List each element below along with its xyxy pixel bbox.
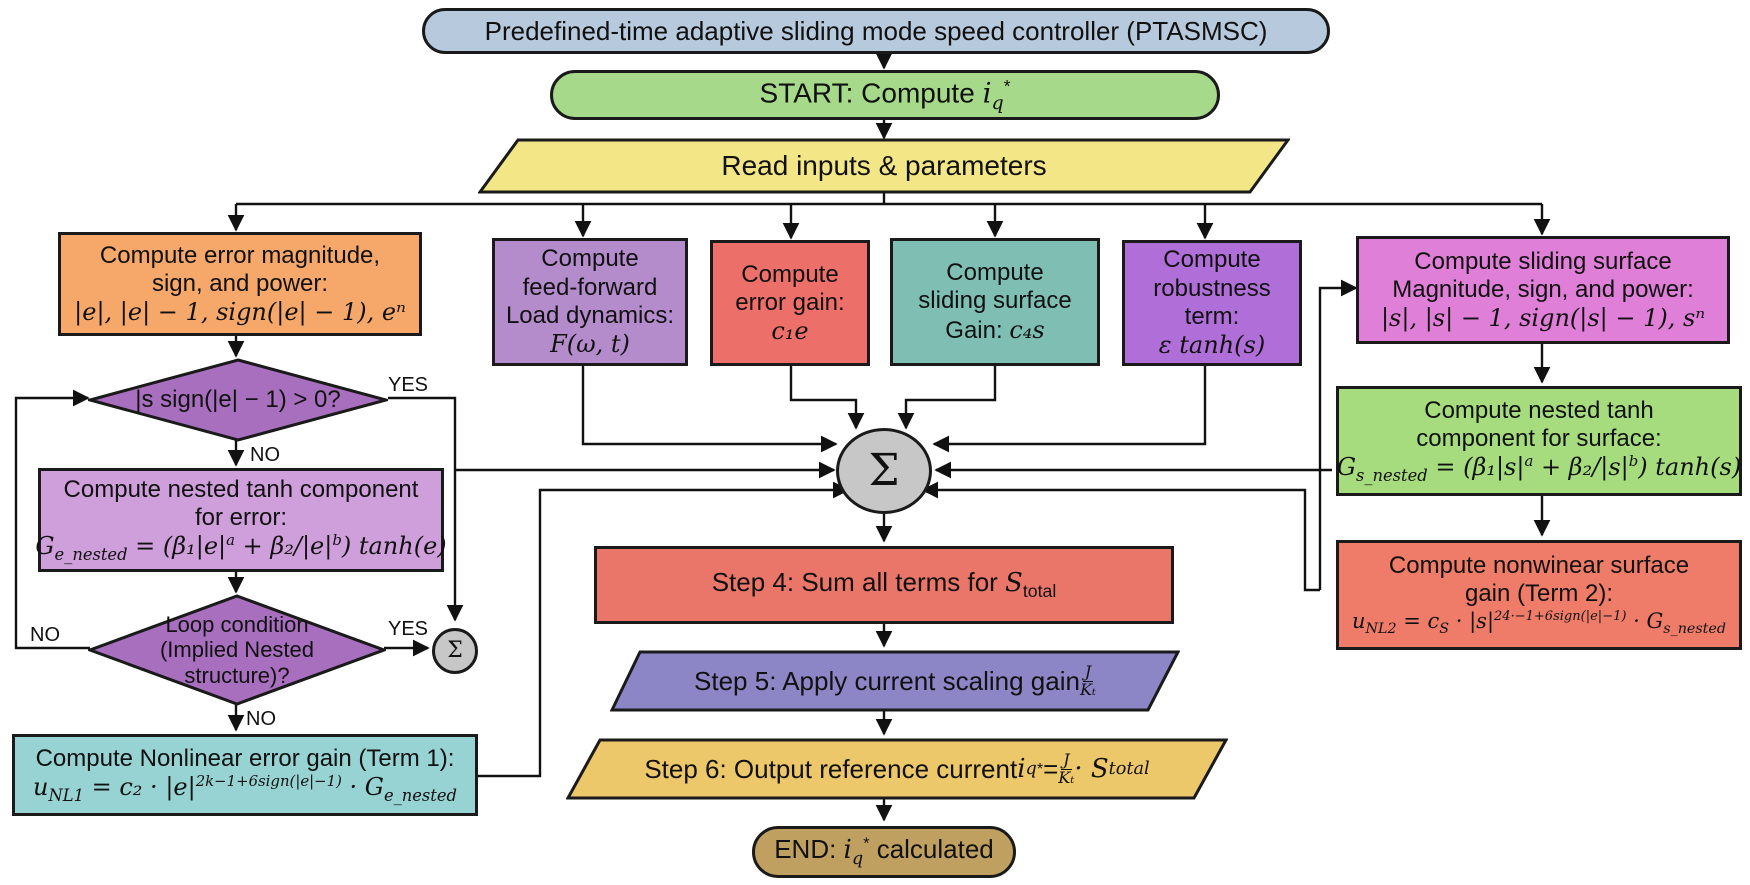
feed-forward-line3: Load dynamics:: [505, 302, 675, 329]
nonlinear-surface-formula: uNL2 = cS · |s|24·−1+6sign(|e|−1) · Gs_n…: [1351, 608, 1726, 637]
decision2-no-lower-label: NO: [246, 708, 276, 730]
step5-shape: [610, 650, 1180, 712]
title-box: Predefined-time adaptive sliding mode sp…: [422, 8, 1330, 54]
step4-sub: total: [1022, 581, 1057, 602]
nested-error-node: Compute nested tanh component for error:…: [35, 468, 447, 572]
end-text-a: END:: [774, 833, 844, 864]
feed-forward-line1: Compute: [541, 245, 639, 273]
start-text: START: Compute: [759, 77, 983, 109]
start-node: START: Compute iq*: [550, 70, 1220, 120]
robustness-formula: ε tanh(s): [1158, 331, 1266, 360]
nonlinear-error-line1: Compute Nonlinear error gain (Term 1):: [35, 744, 455, 772]
robustness-line2: robustness: [1153, 274, 1271, 302]
error-gain-formula: c₁e: [771, 317, 809, 346]
nested-surface-node: Compute nested tanh component for surfac…: [1336, 386, 1742, 496]
decision1-node: |s sign(|e| − 1) > 0?: [88, 358, 388, 442]
start-symbol: i: [982, 76, 992, 110]
decision1-yes-label: YES: [388, 374, 429, 396]
nonlinear-surface-line2: gain (Term 2):: [1464, 580, 1614, 608]
error-magnitude-node: Compute error magnitude, sign, and power…: [58, 232, 422, 336]
error-gain-line2: error gain:: [735, 288, 845, 316]
surface-gain-node: Compute sliding surface Gain: c₄s: [890, 238, 1100, 366]
nested-error-line1: Compute nested tanh component: [63, 475, 419, 503]
surface-magnitude-line1: Compute sliding surface: [1414, 247, 1672, 275]
start-sup: *: [1003, 75, 1011, 96]
step4-symbol: S: [1005, 568, 1023, 599]
feed-forward-line2: feed-forward: [522, 273, 658, 301]
decision2-line2: (Implied Nested: [159, 637, 315, 663]
nested-error-formula: Ge_nested = (β₁|e|a + β₂/|e|b) tanh(e): [35, 531, 447, 565]
decision2-no-label: NO: [30, 624, 60, 646]
error-magnitude-formula: |e|, |e| − 1, sign(|e| − 1), eⁿ: [74, 298, 406, 327]
decision2-shape: [88, 594, 386, 706]
decision1-no-label: NO: [250, 444, 280, 466]
read-inputs-text: Read inputs & parameters: [721, 150, 1047, 181]
step6-shape: [566, 738, 1228, 800]
read-inputs-shape: [478, 138, 1290, 194]
feed-forward-node: Compute feed-forward Load dynamics: F(ω,…: [492, 238, 688, 366]
decision2-line1: Loop condition: [165, 612, 309, 638]
step5-text: Step 5: Apply current scaling gain: [694, 665, 1080, 696]
nonlinear-error-formula: uNL1 = c₂ · |e|2k−1+6sign(|e|−1) · Ge_ne…: [33, 772, 457, 805]
small-sum-node: Σ: [432, 628, 478, 674]
error-magnitude-line1: Compute error magnitude,: [99, 241, 381, 269]
decision1-text: |s sign(|e| − 1) > 0?: [135, 386, 341, 414]
read-inputs-node: Read inputs & parameters: [478, 138, 1290, 194]
decision1-shape: [88, 358, 388, 442]
surface-gain-line3: Gain:: [945, 316, 1010, 344]
title-text: Predefined-time adaptive sliding mode sp…: [484, 15, 1268, 46]
decision2-node: Loop condition (Implied Nested structure…: [88, 594, 386, 706]
decision2-line3: structure)?: [184, 662, 290, 688]
main-sum-symbol: Σ: [868, 445, 900, 497]
step4-node: Step 4: Sum all terms for Stotal: [594, 546, 1174, 624]
small-sum-symbol: Σ: [447, 638, 463, 664]
robustness-node: Compute robustness term: ε tanh(s): [1122, 240, 1302, 366]
main-sum-node: Σ: [836, 428, 932, 514]
surface-gain-line2: sliding surface: [918, 287, 1072, 315]
nonlinear-error-node: Compute Nonlinear error gain (Term 1): u…: [12, 734, 478, 816]
nonlinear-surface-line1: Compute nonwinear surface: [1388, 552, 1690, 580]
nested-error-line2: for error:: [194, 503, 287, 531]
surface-gain-formula: c₄s: [1009, 315, 1045, 344]
nested-surface-formula: Gs_nested = (β₁|s|a + β₂/|s|b) tanh(s): [1336, 452, 1742, 486]
nested-surface-line1: Compute nested tanh: [1424, 396, 1654, 424]
feed-forward-formula: F(ω, t): [550, 330, 630, 359]
end-node: END: iq* calculated: [752, 826, 1016, 878]
start-sub: q: [991, 91, 1004, 114]
nested-surface-line2: component for surface:: [1416, 424, 1662, 452]
error-gain-node: Compute error gain: c₁e: [710, 240, 870, 366]
error-gain-line1: Compute: [741, 260, 839, 288]
step6-text: Step 6: Output reference current: [644, 753, 1018, 784]
surface-magnitude-formula: |s|, |s| − 1, sign(|s| − 1), sⁿ: [1380, 304, 1706, 333]
robustness-line1: Compute: [1163, 246, 1261, 274]
nonlinear-surface-node: Compute nonwinear surface gain (Term 2):…: [1336, 540, 1742, 650]
end-text-b: calculated: [869, 833, 994, 864]
surface-gain-line1: Compute: [946, 259, 1044, 287]
robustness-line3: term:: [1184, 303, 1240, 330]
error-magnitude-line2: sign, and power:: [151, 269, 329, 297]
decision2-yes-label: YES: [388, 618, 429, 640]
surface-magnitude-node: Compute sliding surface Magnitude, sign,…: [1356, 236, 1730, 344]
surface-magnitude-line2: Magnitude, sign, and power:: [1392, 275, 1694, 303]
step4-text: Step 4: Sum all terms for: [711, 567, 1006, 598]
